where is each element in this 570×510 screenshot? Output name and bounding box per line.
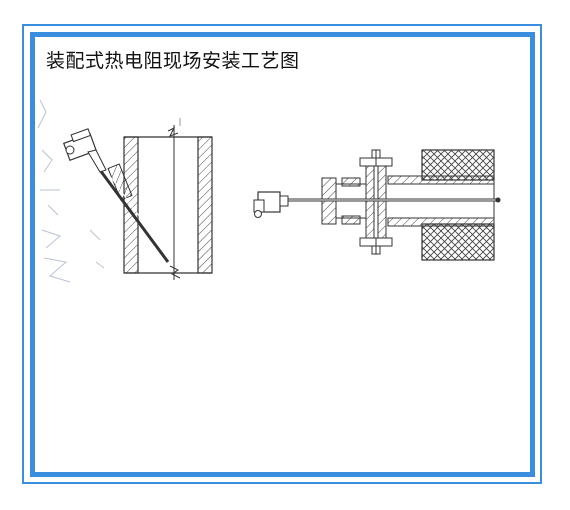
wall-block-top (421, 149, 495, 181)
right-installation (253, 149, 501, 261)
left-installation (62, 118, 213, 280)
page-title: 装配式热电阻现场安装工艺图 (46, 50, 300, 72)
terminal-head-left (62, 128, 107, 173)
wall-block-bottom (421, 223, 495, 261)
flange-plate-2 (377, 161, 387, 243)
terminal-head-right (253, 191, 289, 218)
faint-background-marks (37, 99, 105, 283)
flange-plate-1 (365, 161, 375, 243)
pipe-wall-right (197, 136, 213, 274)
thermometer-probe-inclined (98, 169, 170, 263)
outer-frame (22, 24, 542, 484)
